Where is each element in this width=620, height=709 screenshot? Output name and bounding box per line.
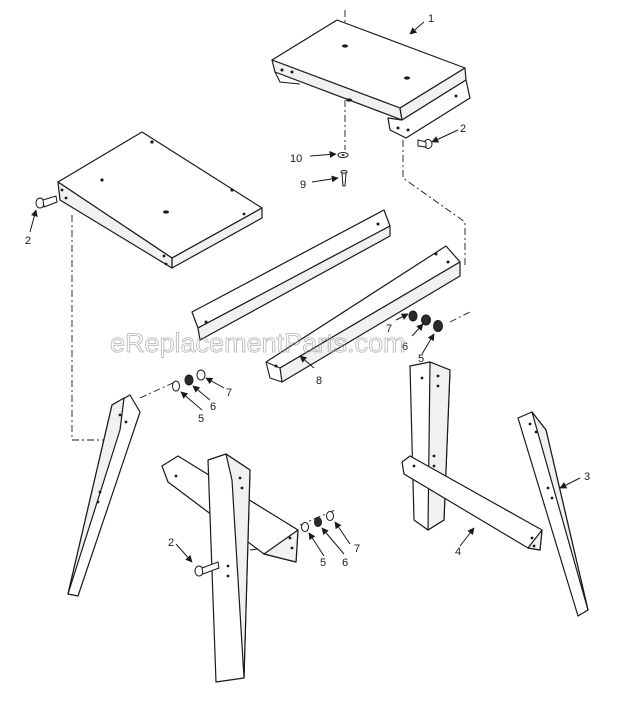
callout-labels: 1 2 2 2 3 4 5 5 5 6 6 6 7 7 7 8 9 10 xyxy=(25,13,590,569)
leader-lines xyxy=(29,21,581,563)
top-panel-part-1 xyxy=(271,19,471,139)
assembly-center-lines xyxy=(71,10,471,551)
side-panel-left xyxy=(57,131,263,269)
callout-3: 3 xyxy=(584,471,590,483)
callout-5-lower: 5 xyxy=(320,557,326,569)
washer-part-10 xyxy=(337,152,349,158)
hardware-set-right xyxy=(408,310,443,332)
screw-part-9 xyxy=(340,170,348,187)
carriage-bolt-top-right xyxy=(417,139,433,149)
hardware-set-left xyxy=(172,369,206,392)
callout-6-right: 6 xyxy=(402,341,408,353)
rail-part-8-front xyxy=(265,245,461,383)
leg-front-left xyxy=(207,453,251,683)
carriage-bolt-left xyxy=(35,195,58,209)
callout-9: 9 xyxy=(300,179,306,191)
callout-2-top: 2 xyxy=(460,123,466,135)
callout-5-right: 5 xyxy=(418,353,424,365)
carriage-bolt-lower xyxy=(194,561,220,577)
watermark-text: eReplacementParts.com xyxy=(110,328,406,358)
leg-left xyxy=(67,394,141,597)
callout-7-left: 7 xyxy=(226,387,232,399)
hardware-set-lower xyxy=(301,511,334,532)
callout-7-right: 7 xyxy=(386,323,392,335)
brace-part-4 xyxy=(401,455,543,551)
callout-6-left: 6 xyxy=(210,401,216,413)
callout-4: 4 xyxy=(455,546,461,558)
callout-8: 8 xyxy=(316,375,322,387)
callout-7-lower: 7 xyxy=(354,543,360,555)
callout-2-left: 2 xyxy=(25,235,31,247)
rail-part-8-back xyxy=(191,209,391,341)
callout-5-left: 5 xyxy=(198,413,204,425)
callout-6-lower: 6 xyxy=(342,557,348,569)
callout-1: 1 xyxy=(428,13,434,25)
callout-10: 10 xyxy=(290,153,302,165)
leg-center xyxy=(409,361,451,531)
callout-2-lower: 2 xyxy=(168,537,174,549)
leg-part-3 xyxy=(517,411,589,617)
